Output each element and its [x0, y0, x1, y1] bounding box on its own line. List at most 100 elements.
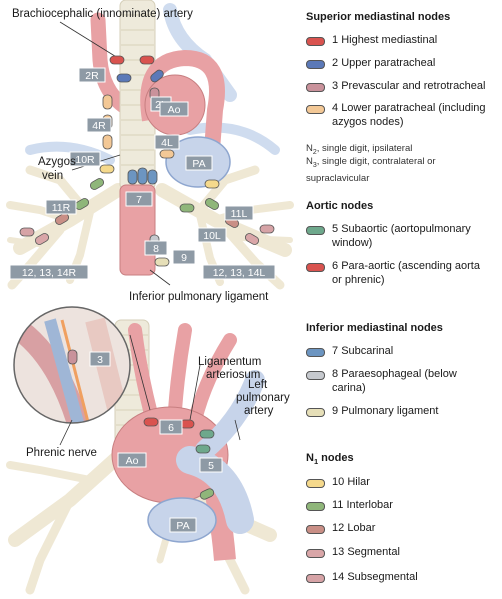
station-2r-box: [78, 67, 106, 83]
bottom-diagram: 3 6 5 Ao PA Phrenic nerve Ligamentum art…: [6, 306, 290, 595]
legend-num: 7: [332, 345, 339, 357]
node-5: [199, 429, 215, 439]
swatch-3: [306, 83, 325, 92]
azygos-callout-line2: vein: [42, 170, 63, 182]
node-13: [245, 233, 259, 245]
node-7: [137, 167, 148, 185]
node-3: [67, 349, 78, 365]
legend: Superior mediastinal nodes 1 Highest med…: [306, 0, 502, 599]
node-11: [90, 178, 104, 190]
bottom-pa-label: PA: [176, 520, 189, 532]
legend-num: 14: [332, 571, 345, 583]
station-11r-box: [45, 199, 77, 215]
legend-heading-inferior: Inferior mediastinal nodes: [306, 322, 443, 334]
legend-label: Interlobar: [346, 499, 393, 511]
legend-label: Prevascular and retrotracheal: [341, 80, 486, 92]
legend-heading-n1: N1 nodes: [306, 452, 354, 467]
legend-label: Subaortic (aortopulmonary window): [332, 223, 471, 249]
swatch-9: [306, 408, 325, 417]
node-4: [159, 149, 175, 159]
station-10r-box: [69, 151, 101, 167]
swatch-5: [306, 226, 325, 235]
node-11: [205, 198, 219, 210]
station-9-label: 9: [181, 252, 187, 264]
swatch-7: [306, 348, 325, 357]
ligamentum-callout-line1: Ligamentum: [198, 356, 261, 368]
legend-num: 2: [332, 57, 339, 69]
node-14: [19, 227, 35, 237]
station-11l-label: 11L: [231, 208, 248, 220]
station-6-box: [159, 419, 183, 435]
node-7: [127, 169, 138, 185]
station-6-label: 6: [168, 422, 174, 434]
bottom-pa-label-box: [169, 517, 197, 533]
aortic-arch: [140, 49, 225, 151]
pa-label: PA: [192, 158, 205, 170]
station-11r-label: 11R: [52, 202, 71, 214]
bottom-nodes: [67, 349, 215, 500]
node-14: [259, 224, 275, 234]
station-7-label: 7: [136, 194, 142, 206]
bottom-arch-branch-2: [168, 323, 192, 417]
legend-label: Segmental: [347, 546, 400, 558]
legend-label: Paraesophageal (below carina): [332, 368, 457, 394]
phrenic-nerve-callout: Phrenic nerve: [26, 447, 97, 459]
station-4r-box: [86, 117, 112, 133]
legend-num: 12: [332, 522, 345, 534]
lpa-callout-line3: artery: [244, 405, 274, 417]
node-1: [109, 55, 125, 65]
node-12: [55, 213, 69, 225]
left-pulmonary-artery: [195, 370, 265, 460]
legend-num: 6: [332, 260, 339, 272]
node-6: [143, 417, 159, 427]
lymph-node-diagram: 2R 4R 10R 11R 12, 13, 14R 2L 4L 7 8 9 10…: [6, 0, 294, 595]
legend-n2-note: N2, single digit, ipsilateral: [306, 143, 413, 156]
legend-label: Lobar: [347, 522, 376, 534]
legend-label: Subsegmental: [347, 571, 418, 583]
node-4: [102, 134, 113, 150]
node-13: [35, 233, 49, 245]
lpa-callout-line1: Left: [248, 379, 268, 391]
node-7: [147, 169, 158, 185]
legend-n3-note: N3, single digit, contralateral or supra…: [306, 156, 436, 184]
legend-label: Subcarinal: [341, 345, 394, 357]
legend-num: 5: [332, 223, 339, 235]
node-10: [99, 164, 115, 174]
station-5-label: 5: [208, 460, 214, 472]
legend-num: 9: [332, 405, 339, 417]
station-8-box: [144, 240, 168, 256]
legend-num: 3: [332, 80, 339, 92]
lpa-callout-line2: pulmonary: [236, 392, 290, 404]
station-4l-label: 4L: [161, 137, 173, 149]
aorta-label-box: [159, 101, 189, 117]
swatch-2: [306, 60, 325, 69]
legend-num: 1: [332, 34, 339, 46]
swatch-4: [306, 105, 325, 114]
node-9: [154, 257, 170, 267]
swatch-1: [306, 37, 325, 46]
top-station-labels: [9, 67, 276, 280]
station-right-distal-label: 12, 13, 14R: [22, 267, 77, 279]
swatch-8: [306, 371, 325, 380]
station-3-label: 3: [97, 354, 103, 366]
node-2: [116, 73, 132, 83]
swatch-6: [306, 263, 325, 272]
top-nodes: [19, 55, 275, 267]
station-left-distal-box: [202, 264, 276, 280]
legend-label: Upper paratracheal: [341, 57, 436, 69]
node-5: [195, 444, 211, 454]
azygos-callout-line1: Azygos: [38, 156, 76, 168]
station-7-box: [125, 191, 153, 207]
legend-label: Hilar: [347, 476, 370, 488]
station-11l-box: [224, 205, 254, 221]
legend-heading-superior: Superior mediastinal nodes: [306, 11, 451, 23]
swatch-12: [306, 525, 325, 534]
node-1: [139, 55, 155, 65]
node-11: [199, 488, 215, 500]
zoom-inset: [13, 306, 131, 424]
node-10: [204, 179, 220, 189]
inferior-pulmonary-ligament-callout: Inferior pulmonary ligament: [129, 291, 269, 303]
legend-num: 11: [332, 499, 344, 511]
bottom-aorta-label: Ao: [126, 455, 139, 467]
aorta-label: Ao: [168, 104, 181, 116]
